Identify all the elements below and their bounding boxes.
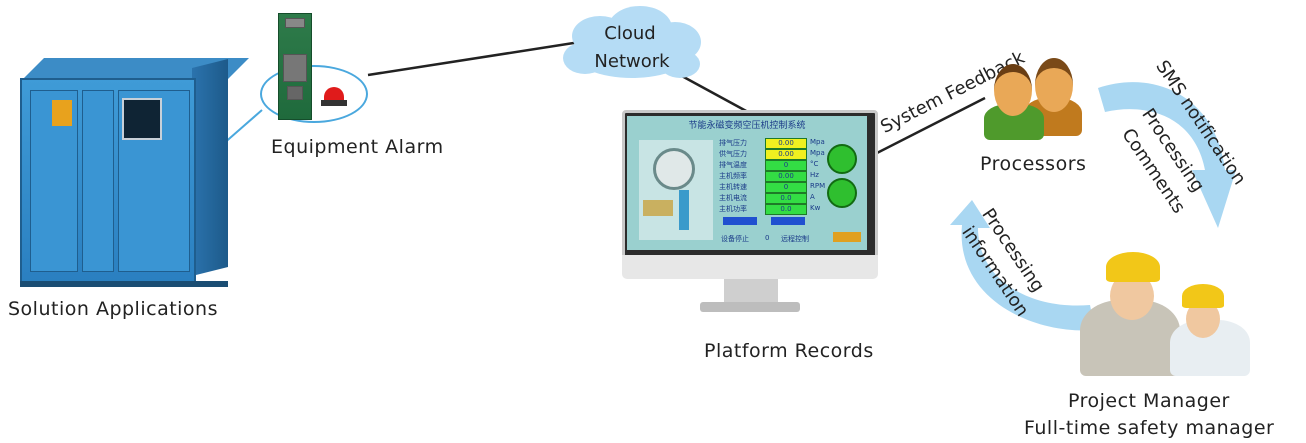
screen-row-unit: A	[810, 193, 815, 201]
screen-row-label: 排气压力	[719, 139, 747, 147]
cloud-label-line2: Network	[594, 51, 670, 72]
screen-row-label: 排气温度	[719, 161, 747, 169]
platform-records-label: Platform Records	[704, 340, 874, 362]
stop-button[interactable]	[827, 178, 857, 208]
callout-pointer	[221, 109, 263, 146]
screen-row-label: 主机功率	[719, 205, 747, 213]
screen-row-value: 0.0	[765, 204, 807, 215]
screen-status: 设备停止	[721, 235, 749, 243]
start-button[interactable]	[827, 144, 857, 174]
screen-row-value: 0	[765, 160, 807, 171]
screen-row-value: 0.00	[765, 138, 807, 149]
screen-row-unit: RPM	[810, 182, 826, 190]
screen-row-unit: Mpa	[810, 138, 825, 146]
screen-mode: 远程控制	[781, 235, 809, 243]
cloud-shape	[563, 6, 701, 78]
screen-row-unit: Mpa	[810, 149, 825, 157]
screen-row-label: 主机频率	[719, 172, 747, 180]
screen-orange-button[interactable]	[833, 232, 861, 242]
screen-row-label: 供气压力	[719, 150, 747, 158]
circular-arrow-right	[1098, 82, 1236, 228]
screen-row-label: 主机转速	[719, 183, 747, 191]
edge-cloud-platform	[679, 73, 749, 114]
screen-blue-button-1[interactable]	[723, 217, 757, 225]
safety-manager-label: Full-time safety manager	[1024, 417, 1275, 439]
screen-row-unit: Hz	[810, 171, 819, 179]
red-alarm-light-icon	[324, 87, 344, 102]
compressor-display	[122, 98, 162, 140]
equipment-alarm-label: Equipment Alarm	[271, 136, 444, 158]
iot-module-image	[278, 13, 312, 120]
screen-row-value: 0.0	[765, 193, 807, 204]
safety-helmet-icon	[1106, 252, 1160, 282]
alarm-light-base	[321, 100, 347, 106]
circular-arrow-left	[950, 200, 1095, 331]
screen-status-value: 0	[765, 234, 770, 242]
processors-label: Processors	[980, 153, 1087, 175]
edge-platform-processors	[872, 96, 986, 157]
screen-row-value: 0.00	[765, 171, 807, 182]
screen-row-value: 0.00	[765, 149, 807, 160]
cloud-label-line1: Cloud	[604, 23, 656, 44]
project-manager-label: Project Manager	[1068, 390, 1230, 412]
solution-applications-label: Solution Applications	[8, 298, 218, 320]
safety-helmet-icon	[1182, 284, 1224, 308]
screen-row-unit: °C	[810, 160, 819, 168]
screen-row-value: 0	[765, 182, 807, 193]
screen-title: 节能永磁变频空压机控制系统	[688, 121, 806, 131]
machine-schematic	[639, 140, 713, 240]
screen-row-label: 主机电流	[719, 194, 747, 202]
screen-row-unit: Kw	[810, 204, 821, 212]
screen-blue-button-2[interactable]	[771, 217, 805, 225]
edge-alarm-cloud	[367, 40, 581, 77]
alarm-callout-bubble	[260, 65, 368, 123]
